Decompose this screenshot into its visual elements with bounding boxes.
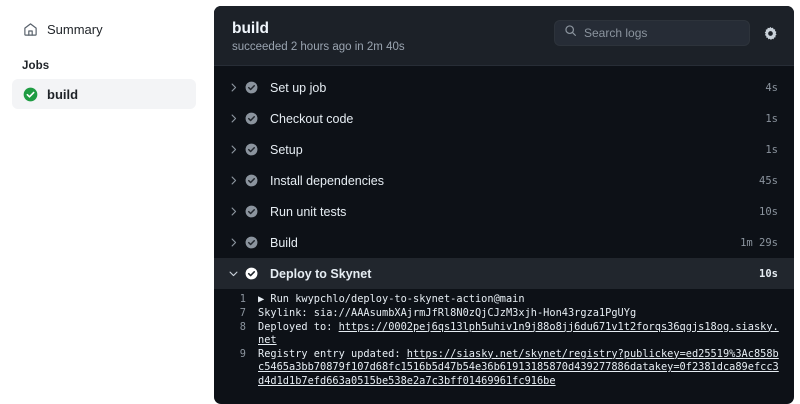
sidebar-jobs-heading: Jobs bbox=[22, 60, 50, 72]
log-line-text: Skylink: sia://AAAsumbXAjrmJfRl8N0zQjCJz… bbox=[258, 307, 784, 321]
search-icon bbox=[564, 24, 577, 42]
sidebar-item-build-label: build bbox=[47, 86, 79, 102]
log-line-prefix: Deployed to: bbox=[258, 320, 339, 333]
check-circle-icon bbox=[242, 81, 260, 94]
step-row[interactable]: Install dependencies 45s bbox=[214, 165, 794, 196]
step-row[interactable]: Setup 1s bbox=[214, 134, 794, 165]
chevron-down-icon[interactable] bbox=[224, 268, 242, 279]
step-row[interactable]: Build 1m 29s bbox=[214, 227, 794, 258]
gear-icon[interactable] bbox=[760, 23, 780, 43]
step-row-deploy-to-skynet[interactable]: Deploy to Skynet 10s bbox=[214, 258, 794, 290]
chevron-right-icon[interactable] bbox=[224, 206, 242, 217]
sidebar: Summary Jobs build bbox=[0, 0, 208, 404]
step-row[interactable]: Set up job 4s bbox=[214, 72, 794, 103]
log-line-prefix: ▶ Run bbox=[258, 293, 296, 306]
check-circle-icon bbox=[242, 205, 260, 218]
log-line-text: Deployed to: https://0002pej6qs13lph5uhi… bbox=[258, 321, 784, 348]
job-heading: build succeeded 2 hours ago in 2m 40s bbox=[232, 17, 405, 53]
chevron-right-icon[interactable] bbox=[224, 82, 242, 93]
log-line: 8 Deployed to: https://0002pej6qs13lph5u… bbox=[214, 321, 794, 348]
log-line-body: sia://AAAsumbXAjrmJfRl8N0zQjCJzM3xjh-Hon… bbox=[313, 306, 637, 319]
log-line-number: 9 bbox=[239, 347, 246, 360]
log-line: 1 ▶ Run kwypchlo/deploy-to-skynet-action… bbox=[214, 293, 794, 307]
chevron-right-icon[interactable] bbox=[224, 175, 242, 186]
sidebar-item-summary-label: Summary bbox=[47, 21, 103, 37]
step-duration: 1m 29s bbox=[740, 236, 778, 249]
search-logs-box[interactable] bbox=[554, 20, 750, 46]
step-name: Checkout code bbox=[270, 111, 354, 126]
chevron-right-icon[interactable] bbox=[224, 144, 242, 155]
step-name: Run unit tests bbox=[270, 204, 347, 219]
step-row[interactable]: Checkout code 1s bbox=[214, 103, 794, 134]
log-line-prefix: Skylink: bbox=[258, 306, 314, 319]
log-panel-actions bbox=[554, 17, 780, 46]
step-row[interactable]: Run unit tests 10s bbox=[214, 196, 794, 227]
step-duration: 45s bbox=[759, 174, 778, 187]
job-title: build bbox=[232, 20, 270, 37]
check-circle-icon bbox=[242, 236, 260, 249]
log-line: 7 Skylink: sia://AAAsumbXAjrmJfRl8N0zQjC… bbox=[214, 307, 794, 321]
log-line-number: 8 bbox=[239, 320, 246, 333]
check-circle-icon bbox=[242, 112, 260, 125]
search-input[interactable] bbox=[584, 26, 740, 40]
home-icon bbox=[22, 21, 38, 37]
step-duration: 1s bbox=[765, 112, 778, 125]
registry-entry-link[interactable]: https://siasky.net/skynet/registry?publi… bbox=[258, 347, 779, 387]
step-duration: 10s bbox=[759, 267, 778, 280]
step-name: Deploy to Skynet bbox=[270, 266, 372, 281]
chevron-right-icon[interactable] bbox=[224, 113, 242, 124]
log-line-number: 1 bbox=[239, 293, 246, 306]
log-panel: build succeeded 2 hours ago in 2m 40s bbox=[214, 6, 794, 404]
log-line-text: ▶ Run kwypchlo/deploy-to-skynet-action@m… bbox=[258, 293, 784, 307]
log-line-number: 7 bbox=[239, 306, 246, 319]
log-output: 1 ▶ Run kwypchlo/deploy-to-skynet-action… bbox=[214, 289, 794, 396]
log-line: 9 Registry entry updated: https://siasky… bbox=[214, 348, 794, 389]
deployed-to-link[interactable]: https://0002pej6qs13lph5uhiv1n9j88o8jj6d… bbox=[258, 320, 779, 347]
step-name: Setup bbox=[270, 142, 303, 157]
step-duration: 10s bbox=[759, 205, 778, 218]
check-circle-icon bbox=[242, 267, 260, 280]
step-name: Install dependencies bbox=[270, 173, 384, 188]
log-line-body: kwypchlo/deploy-to-skynet-action@main bbox=[295, 293, 525, 306]
chevron-right-icon[interactable] bbox=[224, 237, 242, 248]
check-circle-icon bbox=[22, 86, 38, 102]
check-circle-icon bbox=[242, 143, 260, 156]
sidebar-item-summary[interactable]: Summary bbox=[12, 14, 196, 44]
step-name: Build bbox=[270, 235, 298, 250]
log-line-prefix: Registry entry updated: bbox=[258, 347, 407, 360]
steps-list: Set up job 4s Checkout code 1s bbox=[214, 66, 794, 290]
step-duration: 1s bbox=[765, 143, 778, 156]
check-circle-icon bbox=[242, 174, 260, 187]
job-status-summary: succeeded 2 hours ago in 2m 40s bbox=[232, 41, 405, 54]
step-duration: 4s bbox=[765, 81, 778, 94]
log-line-text: Registry entry updated: https://siasky.n… bbox=[258, 348, 784, 389]
sidebar-item-build[interactable]: build bbox=[12, 79, 196, 109]
step-name: Set up job bbox=[270, 80, 327, 95]
log-panel-header: build succeeded 2 hours ago in 2m 40s bbox=[214, 6, 794, 67]
